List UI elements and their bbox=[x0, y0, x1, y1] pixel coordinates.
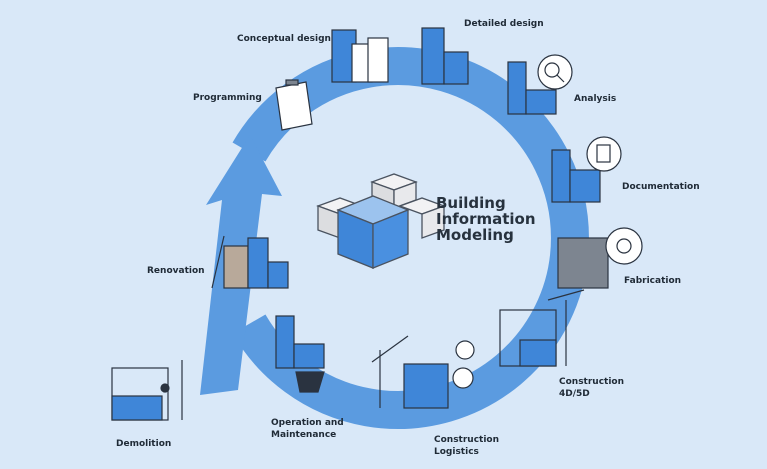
detailed-design-icon bbox=[421, 27, 469, 85]
label-conceptual-design: Conceptual design bbox=[237, 34, 331, 44]
diagram-title: Building Information Modeling bbox=[436, 195, 536, 243]
title-line-1: Building bbox=[436, 194, 506, 212]
label-analysis: Analysis bbox=[574, 94, 617, 104]
operation-maintenance-icon bbox=[275, 315, 325, 393]
bim-cubes-icon bbox=[316, 173, 446, 269]
demolition-icon bbox=[111, 360, 183, 421]
title-line-2: Information bbox=[436, 210, 536, 228]
label-operation-maintenance: Operation and Maintenance bbox=[271, 418, 344, 440]
construction-logistics-icon bbox=[371, 335, 475, 409]
programming-clipboard-icon bbox=[275, 79, 313, 131]
title-line-3: Modeling bbox=[436, 226, 514, 244]
label-detailed-design: Detailed design bbox=[464, 19, 544, 29]
label-construction-4d5d: Construction 4D/5D bbox=[559, 377, 625, 399]
documentation-icon bbox=[551, 136, 622, 203]
analysis-icon bbox=[507, 54, 573, 115]
label-construction-logistics: Construction Logistics bbox=[434, 435, 500, 457]
fabrication-icon bbox=[557, 227, 643, 289]
label-programming: Programming bbox=[193, 93, 262, 103]
renovation-icon bbox=[211, 235, 289, 289]
label-documentation: Documentation bbox=[622, 182, 700, 192]
construction-4d5d-icon bbox=[499, 289, 585, 367]
label-renovation: Renovation bbox=[147, 266, 205, 276]
label-demolition: Demolition bbox=[116, 439, 172, 449]
conceptual-design-icon bbox=[331, 29, 389, 83]
label-fabrication: Fabrication bbox=[624, 276, 682, 286]
